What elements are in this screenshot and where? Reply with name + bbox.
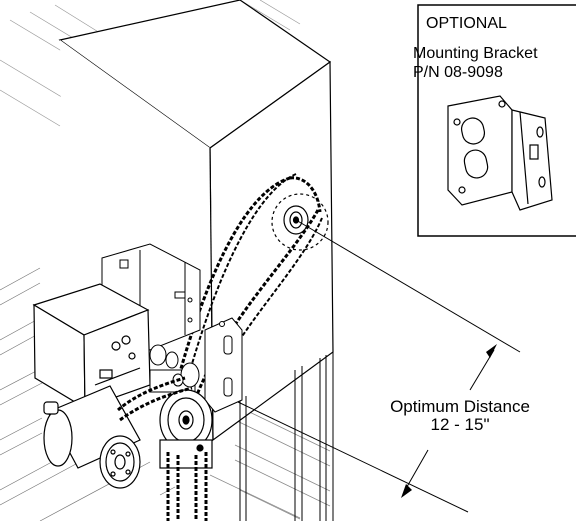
dimension-label: Optimum Distance [390,397,530,416]
inset-panel: OPTIONAL Mounting Bracket P/N 08-9098 [413,4,576,237]
drive-chain-lower [117,376,193,422]
hand-chain-wheel [159,389,213,469]
mounting-bracket-illustration [447,95,553,211]
dimension-lines [237,219,521,513]
drive-assembly [149,344,200,393]
inset-subtitle: Mounting Bracket [413,45,538,62]
inset-title: OPTIONAL [426,15,507,32]
control-box [32,283,151,410]
wall-bracket [204,317,243,413]
door-slats [0,267,176,521]
inset-part-number: P/N 08-9098 [413,64,503,81]
hand-chain [166,452,208,521]
dimension-value: 12 - 15" [431,415,490,434]
wall-slats-right [209,404,331,520]
guide-rails [239,352,334,521]
dimension-arrowheads [401,344,497,498]
motor [43,385,141,489]
